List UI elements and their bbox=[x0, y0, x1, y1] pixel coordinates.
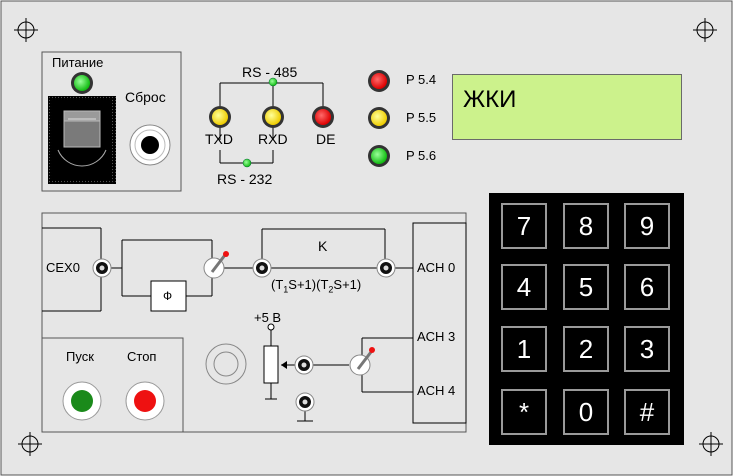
cex0-jack[interactable] bbox=[92, 258, 112, 278]
port-led-p55 bbox=[368, 107, 390, 129]
key-0[interactable]: 0 bbox=[563, 389, 609, 435]
port-led-p56 bbox=[368, 145, 390, 167]
adc-block bbox=[412, 222, 467, 424]
ach3-label: ACH 3 bbox=[417, 329, 456, 344]
key-9[interactable]: 9 bbox=[624, 203, 670, 249]
power-switch[interactable] bbox=[48, 96, 116, 184]
key-4[interactable]: 4 bbox=[501, 264, 547, 310]
filter-toggle-switch[interactable] bbox=[203, 251, 229, 279]
ach0-jack[interactable] bbox=[376, 258, 396, 278]
key-star[interactable]: * bbox=[501, 389, 547, 435]
key-7[interactable]: 7 bbox=[501, 203, 547, 249]
start-label: Пуск bbox=[66, 349, 94, 364]
ground-jack[interactable] bbox=[295, 392, 315, 412]
corner-mark-icon bbox=[14, 18, 723, 456]
transfer-sub-1: 1 bbox=[283, 284, 289, 295]
filter-out-jack[interactable] bbox=[252, 258, 272, 278]
cex0-label: CEX0 bbox=[46, 260, 80, 275]
key-hash[interactable]: # bbox=[624, 389, 670, 435]
stop-label: Стоп bbox=[127, 349, 157, 364]
vref-terminal bbox=[267, 323, 275, 331]
key-5[interactable]: 5 bbox=[563, 264, 609, 310]
lcd-display: ЖКИ bbox=[452, 74, 682, 140]
rxd-led bbox=[262, 106, 284, 128]
txd-led bbox=[209, 106, 231, 128]
potentiometer bbox=[263, 345, 279, 384]
power-label: Питание bbox=[52, 55, 104, 70]
filter-label: Ф bbox=[163, 289, 173, 303]
port-led-label-p54: P 5.4 bbox=[406, 72, 437, 87]
de-label: DE bbox=[316, 131, 336, 147]
rxd-label: RXD bbox=[258, 131, 288, 147]
key-3[interactable]: 3 bbox=[624, 326, 670, 372]
wiper-jack[interactable] bbox=[294, 355, 314, 375]
key-2[interactable]: 2 bbox=[563, 326, 609, 372]
rs485-label: RS - 485 bbox=[242, 64, 298, 80]
filter-block bbox=[150, 280, 187, 312]
ach4-label: ACH 4 bbox=[417, 383, 456, 398]
gain-label: K bbox=[318, 238, 328, 254]
transfer-sub-2: 2 bbox=[328, 284, 334, 295]
start-button[interactable] bbox=[62, 381, 102, 421]
power-led bbox=[74, 75, 90, 91]
rs232-indicator bbox=[242, 158, 252, 168]
port-led-p54 bbox=[368, 70, 390, 92]
port-led-label-p55: P 5.5 bbox=[406, 110, 437, 125]
key-6[interactable]: 6 bbox=[624, 264, 670, 310]
transfer-function-label: (T1S+1)(T2S+1) bbox=[271, 277, 362, 295]
control-box bbox=[41, 337, 184, 433]
rs232-label: RS - 232 bbox=[217, 171, 273, 187]
txd-label: TXD bbox=[205, 131, 233, 147]
ach-select-toggle-switch[interactable] bbox=[349, 347, 375, 376]
reset-label: Сброс bbox=[125, 89, 166, 105]
de-led bbox=[312, 106, 334, 128]
wiper-arrow-icon bbox=[281, 361, 287, 369]
keypad: 7 8 9 4 5 6 1 2 3 * 0 # bbox=[489, 193, 684, 445]
port-led-label-p56: P 5.6 bbox=[406, 148, 437, 163]
ach0-label: ACH 0 bbox=[417, 260, 456, 275]
vref-label: +5 В bbox=[254, 310, 282, 325]
potentiometer-knob[interactable] bbox=[205, 343, 247, 385]
stop-button[interactable] bbox=[125, 381, 165, 421]
key-8[interactable]: 8 bbox=[563, 203, 609, 249]
key-1[interactable]: 1 bbox=[501, 326, 547, 372]
lcd-text: ЖКИ bbox=[463, 86, 517, 113]
reset-button[interactable] bbox=[129, 124, 171, 166]
rs485-indicator bbox=[268, 77, 278, 87]
